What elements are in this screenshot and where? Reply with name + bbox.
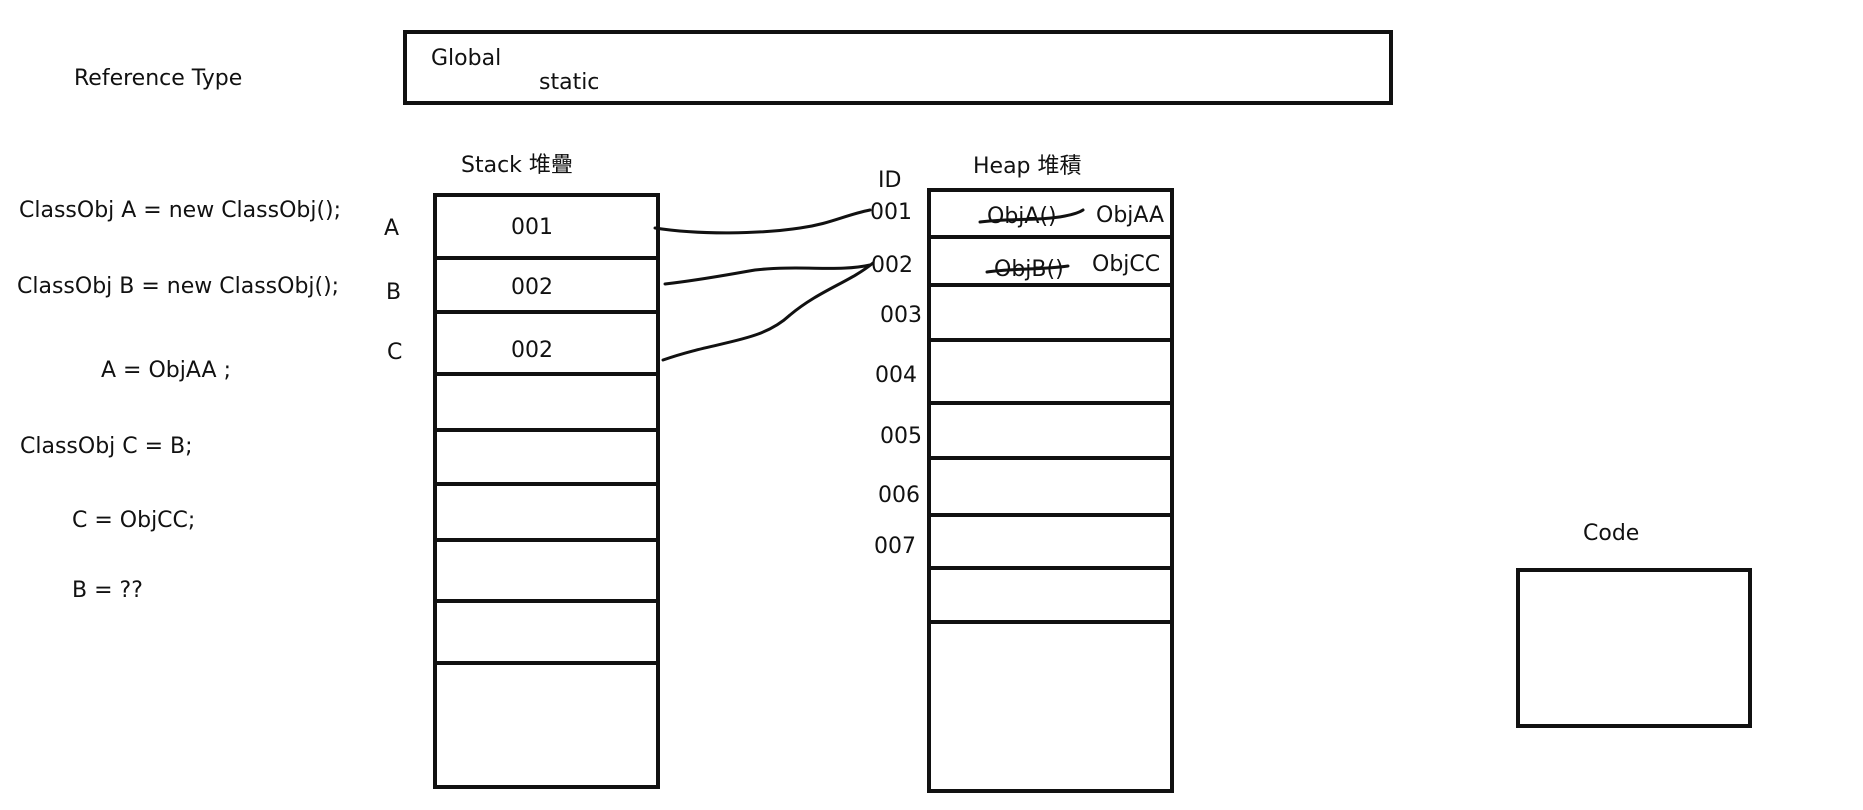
stack-value-a: 001 [511, 215, 553, 240]
code-line-1: ClassObj A = new ClassObj(); [19, 198, 342, 223]
heap-row-divider [931, 513, 1170, 517]
heap-row-divider [931, 235, 1170, 239]
stack-row-divider [437, 256, 656, 260]
heap-struck-obj-a: ObjA() [987, 204, 1057, 229]
heap-id-003: 003 [880, 303, 922, 328]
stack-value-b: 002 [511, 275, 553, 300]
heap-id-002: 002 [871, 253, 913, 278]
heap-id-007: 007 [874, 534, 916, 559]
connector-c-to-002 [661, 261, 875, 362]
code-line-2: ClassObj B = new ClassObj(); [17, 274, 340, 299]
heap-row-divider [931, 283, 1170, 287]
global-static-label: static [539, 70, 600, 95]
stack-row-divider [437, 599, 656, 603]
stack-row-divider [437, 372, 656, 376]
heap-row-divider [931, 620, 1170, 624]
code-line-3: A = ObjAA ; [101, 358, 231, 383]
heap-object-aa: ObjAA [1096, 203, 1165, 228]
stack-column: 001 002 002 [433, 193, 660, 789]
heap-struck-obj-b: ObjB() [994, 257, 1064, 282]
heap-id-001: 001 [870, 200, 912, 225]
stack-var-c: C [387, 340, 403, 365]
code-line-4: ClassObj C = B; [20, 434, 193, 459]
heap-id-004: 004 [875, 363, 917, 388]
stack-row-divider [437, 482, 656, 486]
heap-object-cc: ObjCC [1092, 252, 1161, 277]
heap-id-006: 006 [878, 483, 920, 508]
heap-column: ObjA() ObjAA ObjB() ObjCC [927, 188, 1174, 793]
code-box-title: Code [1583, 521, 1640, 546]
stack-var-b: B [386, 280, 402, 305]
stack-var-a: A [384, 216, 400, 241]
code-line-5: C = ObjCC; [72, 508, 196, 533]
stack-row-divider [437, 428, 656, 432]
code-box [1516, 568, 1752, 728]
heap-id-header: ID [878, 168, 902, 193]
global-title: Global [431, 46, 502, 71]
reference-type-label: Reference Type [74, 66, 243, 91]
code-line-6: B = ?? [72, 578, 143, 603]
heap-row-divider [931, 401, 1170, 405]
global-box: Global static [403, 30, 1393, 105]
heap-row-divider [931, 338, 1170, 342]
connector-b-to-002 [663, 263, 872, 286]
connector-a-to-001 [653, 208, 872, 235]
heap-id-005: 005 [880, 424, 922, 449]
stack-row-divider [437, 310, 656, 314]
heap-title: Heap 堆積 [973, 154, 1082, 179]
stack-title: Stack 堆疊 [461, 153, 573, 178]
stack-value-c: 002 [511, 338, 553, 363]
stack-row-divider [437, 661, 656, 665]
heap-row-divider [931, 566, 1170, 570]
stack-row-divider [437, 538, 656, 542]
heap-row-divider [931, 456, 1170, 460]
